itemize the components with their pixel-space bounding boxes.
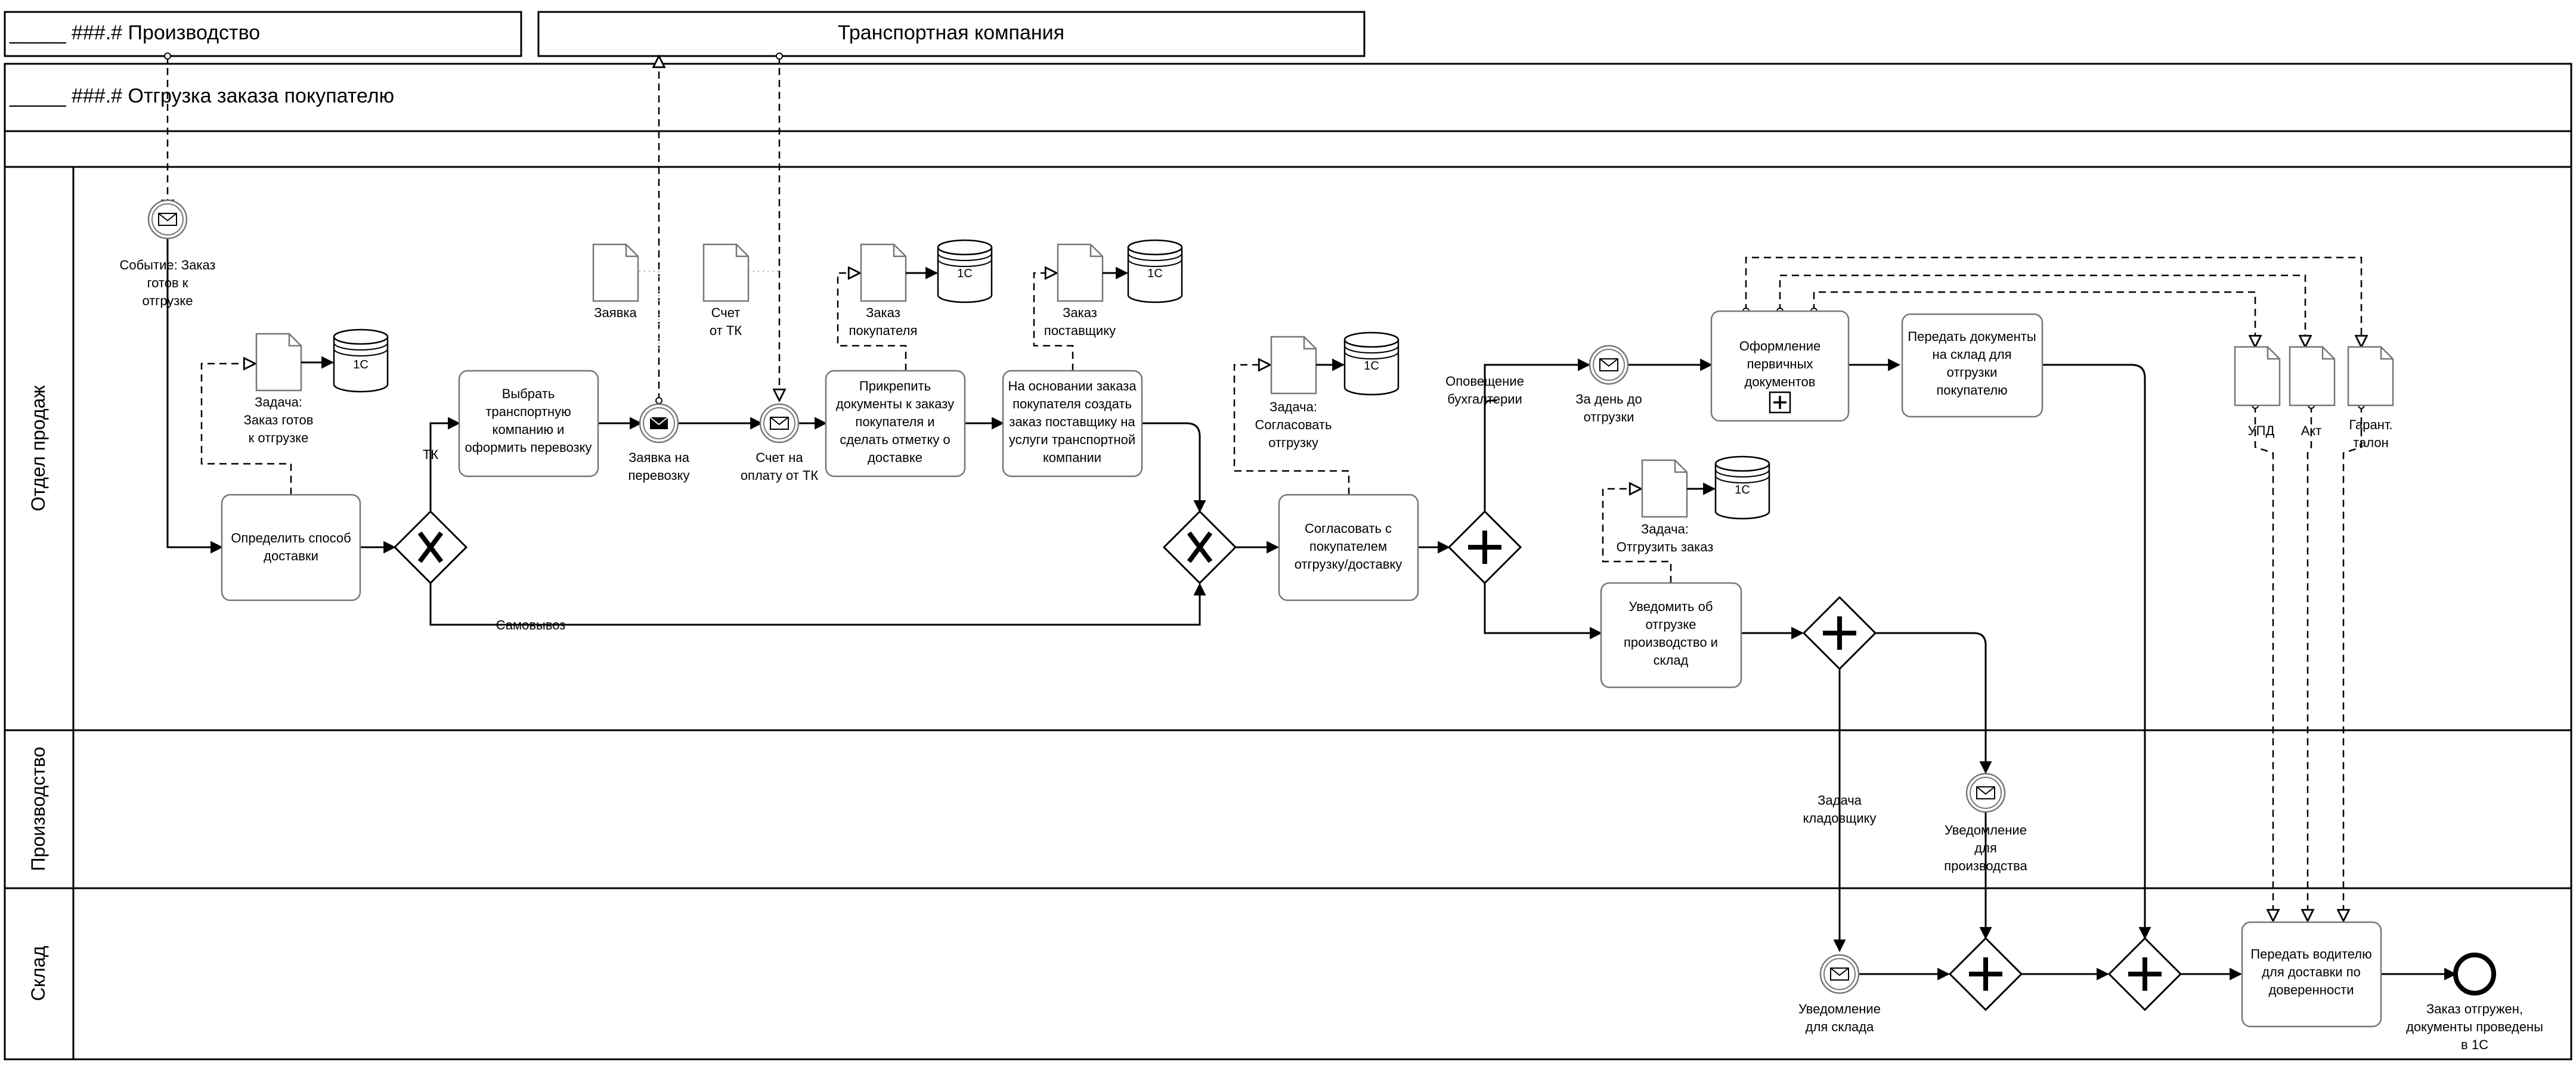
message-flows xyxy=(168,56,779,401)
gateway-exclusive-merge[interactable] xyxy=(1162,510,1237,585)
data-object-upd-label: УПД xyxy=(2248,423,2275,438)
data-object-warranty: Гарант.талон xyxy=(2347,346,2394,450)
transport-company-pool: Транспортная компания xyxy=(537,11,1366,57)
gateway-parallel-join-1[interactable] xyxy=(1948,936,2023,1012)
envelope-icon xyxy=(1976,786,1995,799)
data-object-act-label: Акт xyxy=(2301,423,2322,438)
flow-label-pickup: Самовывоз xyxy=(496,618,566,632)
datastore-2-label: 1С xyxy=(957,267,973,280)
envelope-filled-icon xyxy=(649,417,668,429)
envelope-icon xyxy=(1599,358,1618,371)
lane-label-warehouse: Склад xyxy=(27,945,49,1001)
datastore-2: 1С xyxy=(937,239,993,303)
gateway-exclusive-delivery[interactable] xyxy=(393,510,468,585)
gateway-parallel-join-2[interactable] xyxy=(2107,936,2182,1012)
data-object-request: Заявка xyxy=(592,243,639,320)
data-associations xyxy=(200,256,2361,921)
transport-pool-title: Транспортная компания xyxy=(838,21,1064,44)
lane-label-sales: Отдел продаж xyxy=(27,385,49,511)
datastore-5-label: 1С xyxy=(1735,483,1750,497)
data-object-task-ship: Задача:Отгрузить заказ xyxy=(1617,459,1714,554)
datastore-4: 1С xyxy=(1343,331,1400,396)
envelope-icon xyxy=(158,213,177,226)
datastore-5: 1С xyxy=(1714,455,1770,520)
gateway-parallel-split-1[interactable] xyxy=(1447,510,1522,585)
main-pool-title: _____ ###.# Отгрузка заказа покупателю xyxy=(9,85,394,107)
datastore-1-label: 1С xyxy=(353,358,369,371)
data-object-upd: УПД xyxy=(2234,346,2281,438)
lane-label-production: Производство xyxy=(27,747,49,872)
envelope-icon xyxy=(1830,967,1849,981)
production-pool: _____ ###.# Производство xyxy=(4,11,522,57)
flow-label-tk: ТК xyxy=(423,447,438,462)
sequence-flows xyxy=(166,234,2457,981)
datastore-3-label: 1С xyxy=(1147,267,1163,280)
datastore-4-label: 1С xyxy=(1364,359,1379,373)
data-object-warranty-label: Гарант.талон xyxy=(2349,417,2392,450)
datastore-3: 1С xyxy=(1127,239,1183,303)
production-pool-title: _____ ###.# Производство xyxy=(9,21,260,44)
envelope-icon xyxy=(770,417,789,430)
data-object-act: Акт xyxy=(2289,346,2336,438)
data-object-request-label: Заявка xyxy=(594,305,637,320)
datastore-1: 1С xyxy=(333,328,389,393)
data-object-task-ship-label: Задача:Отгрузить заказ xyxy=(1617,522,1714,554)
main-pool: _____ ###.# Отгрузка заказа покупателю О… xyxy=(4,63,2572,1060)
gateway-parallel-split-2[interactable] xyxy=(1802,596,1877,671)
